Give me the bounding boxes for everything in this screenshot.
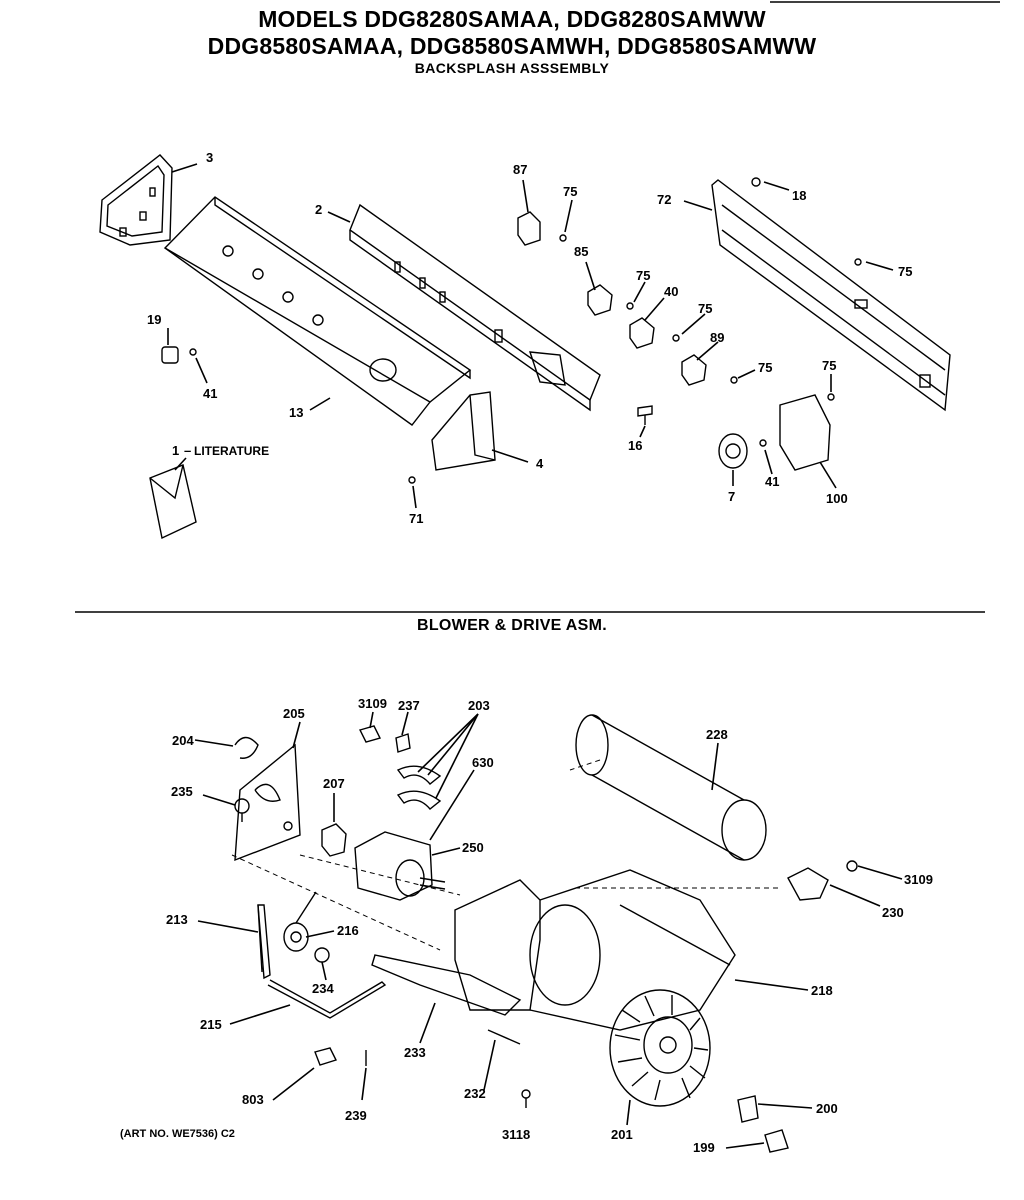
callout-75-c: 75 — [698, 301, 712, 316]
callout-3: 3 — [206, 150, 213, 165]
callout-87: 87 — [513, 162, 527, 177]
callout-16: 16 — [628, 438, 642, 453]
callout-40: 40 — [664, 284, 678, 299]
callout-71: 71 — [409, 511, 423, 526]
part-motor-250 — [354, 831, 446, 901]
callout-215: 215 — [200, 1017, 222, 1032]
callout-75-f: 75 — [822, 358, 836, 373]
part-end-cap-right — [431, 391, 496, 471]
callout-18: 18 — [792, 188, 806, 203]
callout-4: 4 — [536, 456, 544, 471]
part-knob-and-timer — [161, 346, 831, 471]
part-end-cap-left — [99, 154, 173, 246]
callout-19: 19 — [147, 312, 161, 327]
part-screws-backsplash — [189, 177, 862, 484]
part-switches — [517, 211, 707, 386]
callout-13: 13 — [289, 405, 303, 420]
part-blower-wheel-201 — [609, 989, 711, 1107]
callout-803: 803 — [242, 1092, 264, 1107]
backsplash-leaders — [167, 163, 894, 509]
models-title-line-1: MODELS DDG8280SAMAA, DDG8280SAMWW — [258, 6, 766, 32]
part-brackets-203 — [358, 725, 442, 810]
callout-75-e: 75 — [758, 360, 772, 375]
callout-216: 216 — [337, 923, 359, 938]
callout-3109-a: 3109 — [358, 696, 387, 711]
callout-239: 239 — [345, 1108, 367, 1123]
part-switch-207 — [321, 823, 347, 857]
callout-41-b: 41 — [765, 474, 779, 489]
callout-85: 85 — [574, 244, 588, 259]
callout-213: 213 — [166, 912, 188, 927]
callout-41-a: 41 — [203, 386, 217, 401]
part-clip-204 — [234, 736, 259, 759]
blower-dashed-centerlines — [231, 854, 461, 951]
part-drum-duct-228 — [569, 714, 767, 861]
callout-205: 205 — [283, 706, 305, 721]
callout-75-a: 75 — [563, 184, 577, 199]
blower-section-title: BLOWER & DRIVE ASM. — [417, 617, 607, 634]
backsplash-callouts: 3 2 87 75 72 18 85 75 40 75 75 19 41 13 … — [147, 150, 912, 526]
callout-199: 199 — [693, 1140, 715, 1155]
callout-250: 250 — [462, 840, 484, 855]
callout-233: 233 — [404, 1045, 426, 1060]
callout-234: 234 — [312, 981, 334, 996]
models-title-line-2: DDG8580SAMAA, DDG8580SAMWH, DDG8580SAMWW — [207, 33, 817, 59]
callout-2: 2 — [315, 202, 322, 217]
callout-230: 230 — [882, 905, 904, 920]
part-rear-panel — [711, 179, 951, 412]
blower-callouts: 3109 237 203 205 204 228 630 235 207 250… — [166, 696, 933, 1155]
part-literature-envelope — [149, 464, 197, 540]
callout-75-b: 75 — [636, 268, 650, 283]
callout-203: 203 — [468, 698, 490, 713]
part-bolt-235 — [234, 798, 250, 822]
blower-leaders — [194, 711, 903, 1149]
svg-text:–: – — [184, 443, 191, 458]
part-motor-mount-205 — [234, 743, 301, 862]
part-small-hardware — [314, 1029, 789, 1153]
callout-200: 200 — [816, 1101, 838, 1116]
callout-7: 7 — [728, 489, 735, 504]
callout-1-literature-label: LITERATURE — [194, 444, 269, 458]
callout-89: 89 — [710, 330, 724, 345]
part-drive-belt-215 — [267, 979, 387, 1019]
callout-3118: 3118 — [502, 1127, 530, 1142]
callout-235: 235 — [171, 784, 193, 799]
part-control-panel — [349, 203, 601, 412]
callout-218: 218 — [811, 983, 833, 998]
callout-1: 1 — [172, 443, 179, 458]
callout-204: 204 — [172, 733, 194, 748]
callout-630: 630 — [472, 755, 494, 770]
callout-228: 228 — [706, 727, 728, 742]
callout-237: 237 — [398, 698, 420, 713]
callout-100: 100 — [826, 491, 848, 506]
callout-207: 207 — [323, 776, 345, 791]
part-mount-plate-233 — [371, 954, 522, 1016]
callout-72: 72 — [657, 192, 671, 207]
callout-3109-b: 3109 — [904, 872, 933, 887]
part-blower-housing-218 — [454, 869, 780, 1031]
backsplash-section-title: BACKSPLASH ASSSEMBLY — [414, 60, 610, 76]
callout-232: 232 — [464, 1086, 486, 1101]
part-backsplash-cover — [163, 196, 472, 426]
part-blower-clip-230 — [787, 860, 858, 901]
callout-201: 201 — [611, 1127, 633, 1142]
art-number: (ART NO. WE7536) C2 — [120, 1128, 235, 1140]
callout-75-d: 75 — [898, 264, 912, 279]
